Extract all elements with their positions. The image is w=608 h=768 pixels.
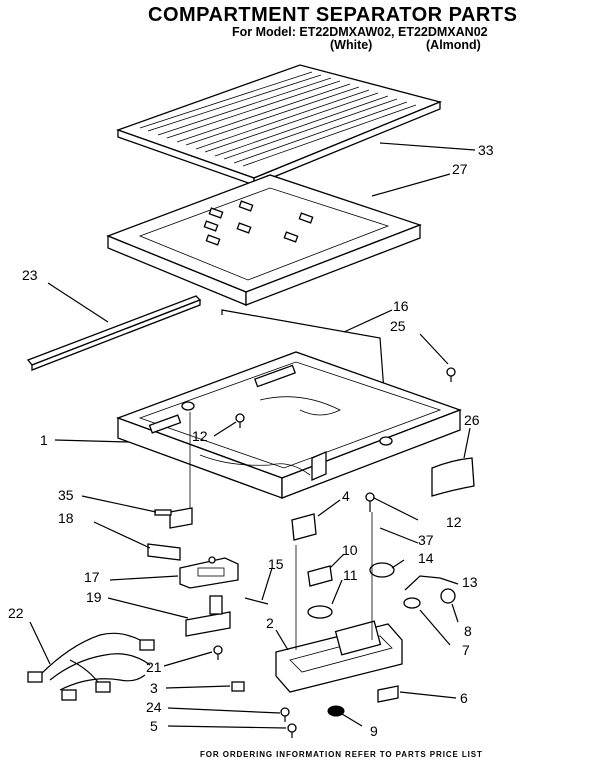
part-17-housing-drawing [179,556,239,589]
part-9-drawing [327,705,345,717]
callout-18: 18 [58,510,74,526]
part-22-harness-drawing [27,632,155,701]
callout-33: 33 [478,142,494,158]
callout-15: 15 [268,556,284,572]
callout-27: 27 [452,161,468,177]
leader-lines [29,142,476,729]
part-3-drawing [231,681,245,692]
model-numbers: For Model: ET22DMXAW02, ET22DMXAN02 [232,25,488,39]
diagram-header: COMPARTMENT SEPARATOR PARTS For Model: E… [0,0,608,80]
part-16-wire-drawing [221,309,387,419]
callout-19: 19 [86,589,102,605]
part-11-drawing [307,605,333,619]
color-almond-label: (Almond) [426,38,481,52]
callout-22: 22 [8,605,24,621]
callout-11: 11 [343,567,358,583]
part-25-screw-drawing [446,367,456,382]
callout-35: 35 [58,487,74,503]
callout-16: 16 [393,298,409,314]
page-title: COMPARTMENT SEPARATOR PARTS [148,4,518,26]
part-24-screw-drawing [280,707,290,722]
part-5-screw-drawing [287,723,297,738]
part-26-cover-drawing [431,457,475,497]
callout-3: 3 [150,680,158,696]
callout-12-upper: 12 [192,428,208,444]
part-10-drawing [307,565,333,587]
callout-12-lower: 12 [446,514,462,530]
part-21-screw-drawing [213,645,223,660]
callout-8: 8 [464,623,472,639]
part-6-drawing [377,685,399,703]
callout-26: 26 [464,412,480,428]
part-13-drawing [404,575,441,591]
callout-6: 6 [460,690,468,706]
callout-numbers: 33 27 23 16 25 1 12 26 35 4 12 18 37 14 … [8,142,494,739]
callout-21: 21 [146,659,162,675]
callout-17: 17 [84,569,100,585]
callout-7: 7 [462,642,470,658]
part-35-knob-drawing [154,507,193,529]
callout-2: 2 [266,615,274,631]
callout-13: 13 [462,574,478,590]
callout-14: 14 [418,550,434,566]
callout-1: 1 [40,432,48,448]
callout-10: 10 [342,542,358,558]
part-15-tube-drawing [244,597,269,605]
color-white-label: (White) [330,38,373,52]
part-4-drawing [291,513,317,541]
part-1-separator-drawing [116,351,462,525]
callout-4: 4 [342,488,350,504]
callout-37: 37 [418,532,434,548]
part-18-bezel-drawing [147,543,181,561]
part-14-drawing [369,562,395,578]
callout-23: 23 [22,267,38,283]
part-7-drawing [403,597,421,609]
part-27-frame-drawing [106,174,422,306]
part-2-housing-drawing [275,512,403,693]
callout-5: 5 [150,718,158,734]
callout-9: 9 [370,723,378,739]
ordering-footer: FOR ORDERING INFORMATION REFER TO PARTS … [200,750,483,759]
part-23-strip-drawing [26,295,202,371]
part-12-screw-drawing [235,413,375,512]
callout-24: 24 [146,699,162,715]
part-19-bracket-drawing [185,595,231,637]
callout-25: 25 [390,318,406,334]
part-33-grille-drawing [116,64,443,186]
part-8-drawing [440,588,456,604]
